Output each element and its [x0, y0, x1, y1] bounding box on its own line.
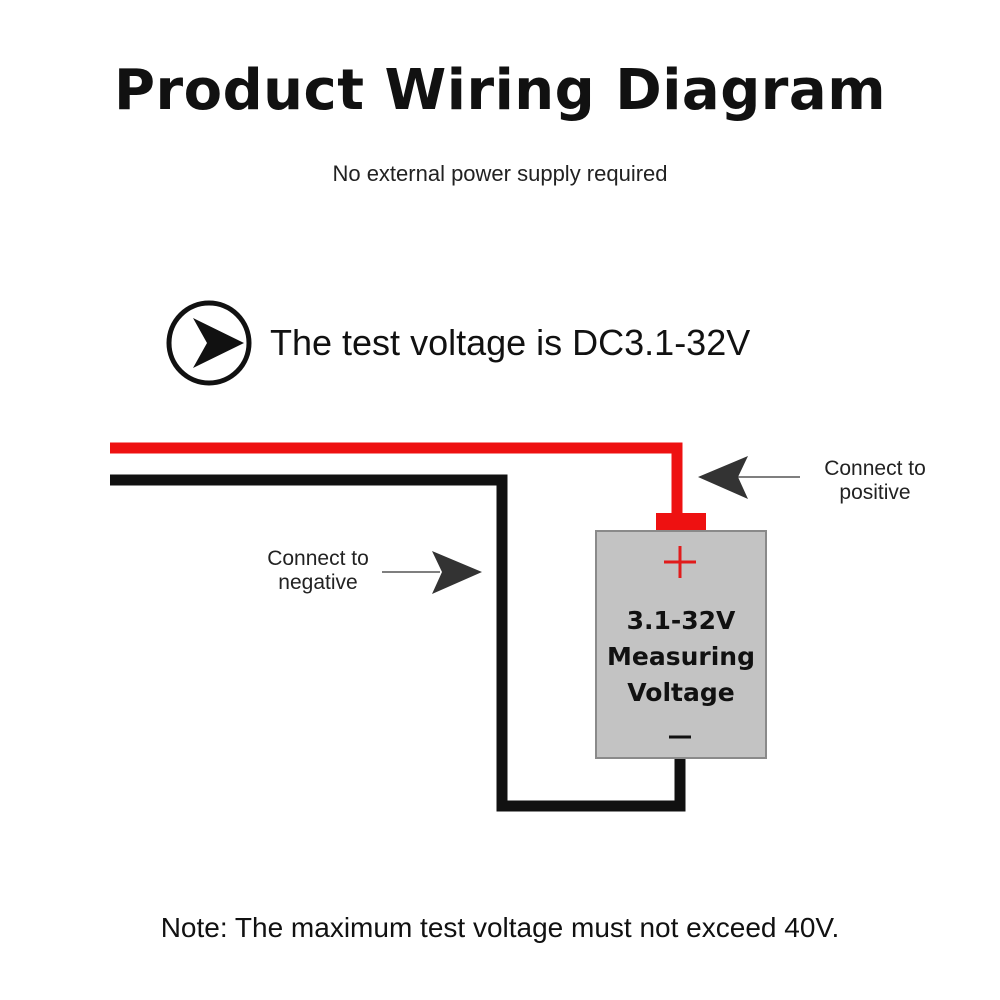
module-range: 3.1-32V: [626, 606, 736, 635]
positive-wire: [110, 442, 683, 516]
test-voltage-note: The test voltage is DC3.1-32V: [270, 322, 751, 363]
module-line1: Measuring: [607, 642, 755, 671]
arrow-pointer-icon: [698, 456, 800, 499]
footer-note: Note: The maximum test voltage must not …: [160, 912, 840, 943]
connect-negative-label: Connect to negative: [267, 547, 369, 594]
page-subtitle: No external power supply required: [332, 161, 668, 186]
arrow-pointer-icon: [382, 551, 482, 594]
plus-symbol: [664, 546, 696, 578]
connect-positive-label: Connect to positive: [824, 457, 926, 504]
circled-arrow-right-icon: [166, 300, 252, 386]
negative-wire: [110, 474, 686, 812]
page-title: Product Wiring Diagram: [113, 58, 887, 123]
module-line2: Voltage: [627, 678, 735, 707]
positive-terminal: [656, 513, 706, 533]
module-label: 3.1-32V Measuring Voltage: [596, 603, 766, 711]
